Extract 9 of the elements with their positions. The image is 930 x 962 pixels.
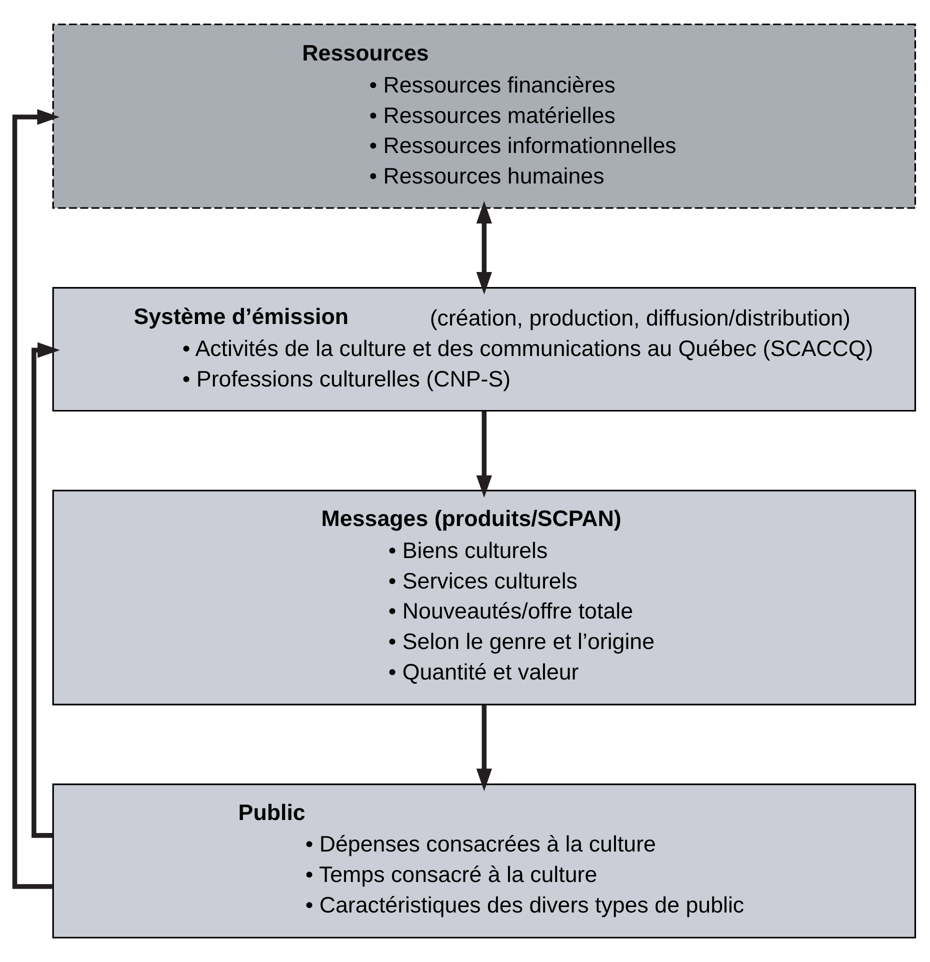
- node-box: Système d’émission (création, production, diffusion/distribution) • Activités de la culture et des communications au Québec (SCACCQ) • Professions culturelles (CNP-S): [52, 287, 916, 412]
- arrow: [32, 342, 60, 838]
- node-box: Messages (produits/SCPAN) • Biens culturels • Services culturels • Nouveautés/offre totale • Selon le genre et l’origine • Quantité et valeur: [52, 490, 916, 706]
- arrow: [12, 109, 60, 889]
- arrow: [476, 201, 492, 294]
- node-box: Public • Dépenses consacrées à la culture • Temps consacré à la culture • Caractéristiques des divers types de public: [52, 784, 916, 938]
- arrow: [476, 411, 492, 498]
- arrow: [476, 704, 492, 792]
- node-box: Ressources • Ressources financières • Ressources matérielles • Ressources informationnelles • Ressources humaines: [52, 24, 916, 209]
